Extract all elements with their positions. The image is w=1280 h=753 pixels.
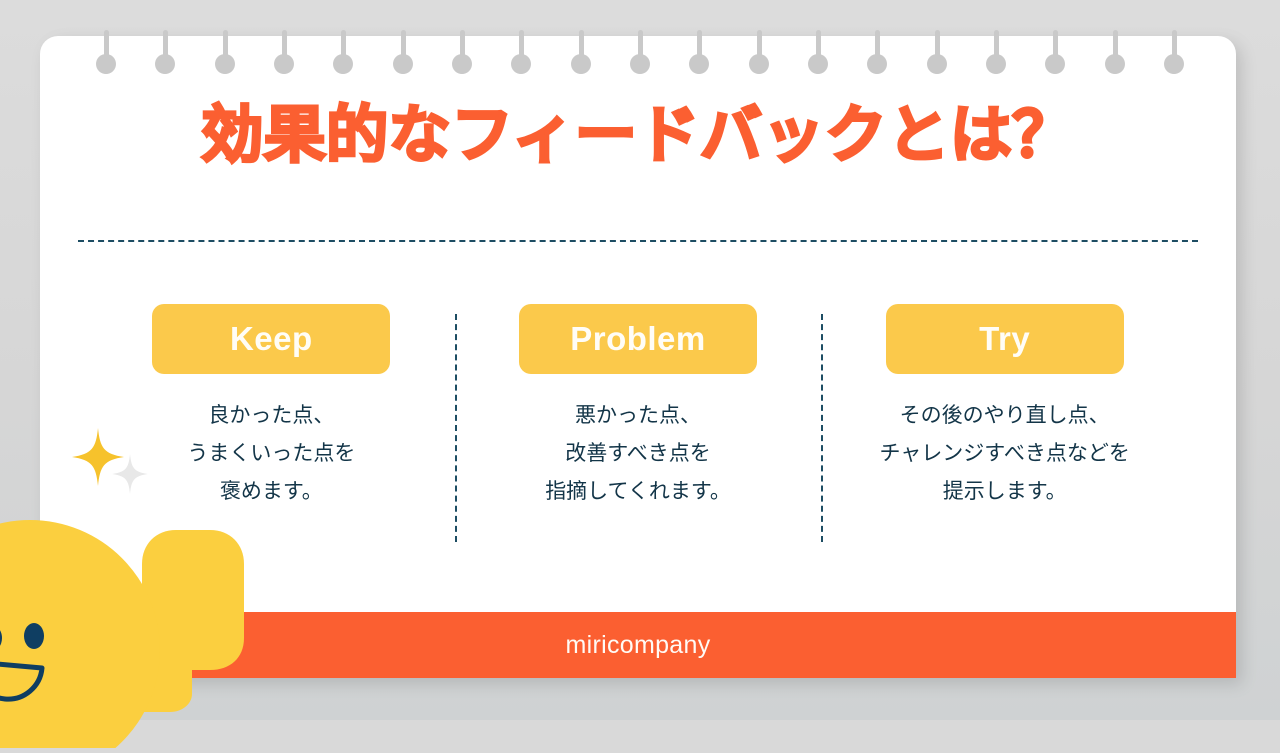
binding-ring-bead xyxy=(1104,54,1125,74)
mascot-character xyxy=(0,518,254,753)
mascot-eye-left xyxy=(0,630,2,646)
sparkle-icon xyxy=(72,428,148,494)
mascot-eye-right xyxy=(24,623,44,649)
binding-ring-bead xyxy=(985,54,1006,74)
binding-ring-bead xyxy=(1045,54,1066,74)
binding-ring-stem xyxy=(163,30,169,64)
binding-ring-bead xyxy=(689,54,710,74)
binding-ring-bead xyxy=(570,54,591,74)
binding-ring xyxy=(96,30,116,80)
binding-ring-bead xyxy=(392,54,413,74)
binding-ring-bead xyxy=(96,54,116,74)
binding-ring xyxy=(1163,30,1184,80)
column-label-keep[interactable]: Keep xyxy=(152,304,391,374)
binding-ring xyxy=(333,30,354,80)
binding-ring-stem xyxy=(281,30,287,64)
binding-ring-bead xyxy=(807,54,828,74)
binding-ring xyxy=(451,30,472,80)
column-label-problem[interactable]: Problem xyxy=(519,304,757,374)
binding-ring xyxy=(689,30,710,80)
binding-ring xyxy=(392,30,413,80)
binding-ring-stem xyxy=(637,30,643,64)
binding-ring xyxy=(748,30,769,80)
binding-ring xyxy=(985,30,1006,80)
column-description-keep: 良かった点、 うまくいった点を 褒めます。 xyxy=(187,403,356,504)
binding-ring xyxy=(1104,30,1125,80)
binding-ring xyxy=(214,30,235,80)
kpt-columns: Keep 良かった点、 うまくいった点を 褒めます。 Problem 悪かった点… xyxy=(88,304,1188,544)
binding-ring-bead xyxy=(926,54,947,74)
binding-ring xyxy=(1045,30,1066,80)
binding-ring xyxy=(867,30,888,80)
binding-ring-bead xyxy=(214,54,235,74)
column-label-try[interactable]: Try xyxy=(885,304,1124,374)
binding-ring-stem xyxy=(400,30,406,64)
binding-ring-bead xyxy=(155,54,176,74)
title-divider xyxy=(78,240,1198,242)
binding-ring-stem xyxy=(756,30,762,64)
binding-ring-bead xyxy=(867,54,888,74)
binding-ring-stem xyxy=(875,30,881,64)
binding-ring-stem xyxy=(222,30,228,64)
binding-ring xyxy=(629,30,650,80)
binding-ring-stem xyxy=(993,30,999,64)
binding-ring-stem xyxy=(1171,30,1177,64)
binding-ring-bead xyxy=(629,54,650,74)
mascot-body xyxy=(0,520,160,753)
page-title: 効果的なフィードバックとは？ xyxy=(200,98,1076,171)
mascot-smile xyxy=(0,661,45,702)
binding-ring xyxy=(511,30,532,80)
column-description-try: その後のやり直し点、 チャレンジすべき点などを 提示します。 xyxy=(879,403,1130,504)
sparkles-decoration xyxy=(68,424,158,504)
sparkle-small-icon xyxy=(112,454,148,494)
column-problem: Problem 悪かった点、 改善すべき点を 指摘してくれます。 xyxy=(454,304,822,544)
binding-ring xyxy=(926,30,947,80)
binding-ring xyxy=(155,30,176,80)
binding-ring-bead xyxy=(451,54,472,74)
sparkle-large-icon xyxy=(72,428,124,486)
column-description-problem: 悪かった点、 改善すべき点を 指摘してくれます。 xyxy=(545,403,731,504)
binding-ring-bead xyxy=(748,54,769,74)
binding-ring-bead xyxy=(511,54,532,74)
binding-ring-bead xyxy=(1163,54,1184,74)
binding-ring-stem xyxy=(934,30,940,64)
column-try: Try その後のやり直し点、 チャレンジすべき点などを 提示します。 xyxy=(821,304,1188,544)
binding-ring xyxy=(273,30,294,80)
binding-ring-stem xyxy=(341,30,347,64)
mascot-illustration xyxy=(0,520,244,753)
binding-ring xyxy=(570,30,591,80)
binding-ring-stem xyxy=(815,30,821,64)
binding-ring-bead xyxy=(333,54,354,74)
binding-ring-stem xyxy=(459,30,465,64)
spiral-binding xyxy=(44,30,1236,80)
binding-ring-stem xyxy=(519,30,525,64)
binding-ring-stem xyxy=(1053,30,1059,64)
binding-ring-stem xyxy=(1112,30,1118,64)
brand-name: miricompany xyxy=(565,630,711,659)
binding-ring-stem xyxy=(697,30,703,64)
binding-ring-stem xyxy=(578,30,584,64)
binding-ring xyxy=(807,30,828,80)
column-keep: Keep 良かった点、 うまくいった点を 褒めます。 xyxy=(88,304,455,544)
binding-ring-bead xyxy=(273,54,294,74)
binding-ring-stem xyxy=(104,30,109,64)
